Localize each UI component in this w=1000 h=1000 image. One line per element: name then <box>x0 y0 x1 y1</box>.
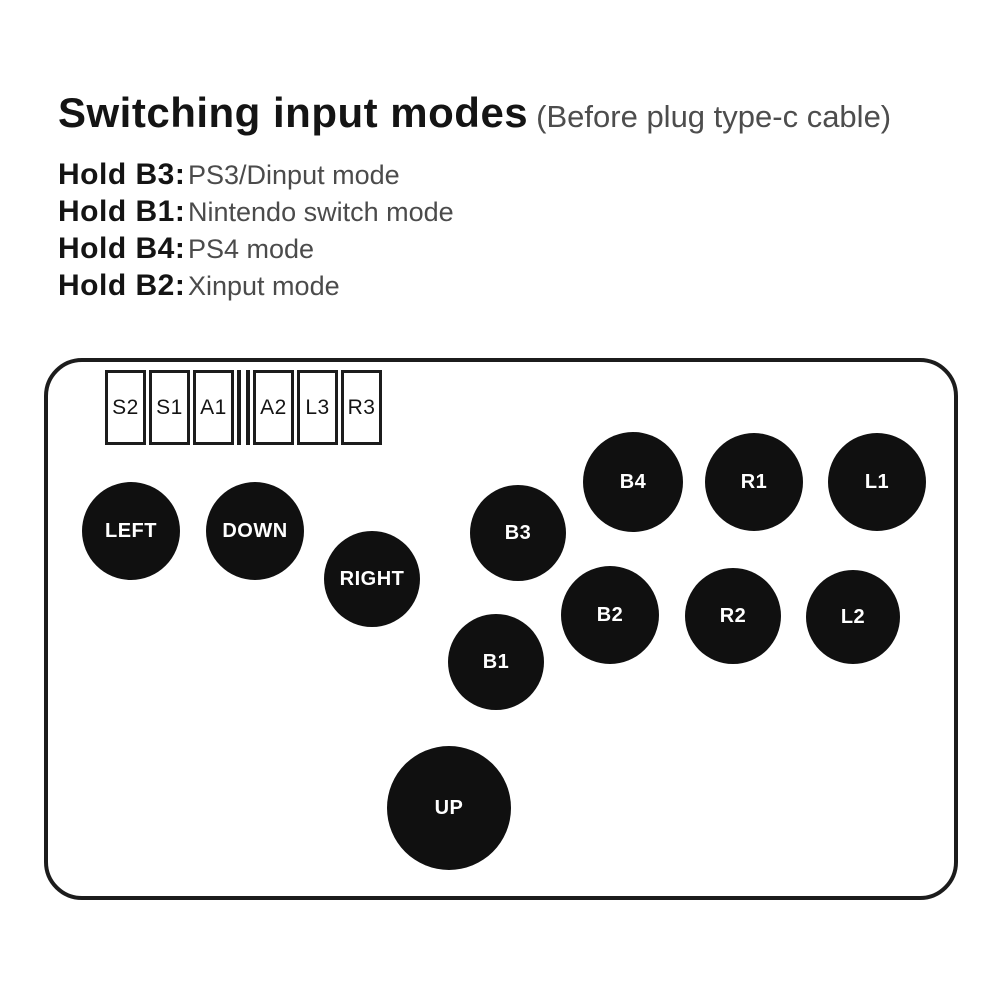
aux-button-l3: L3 <box>297 370 338 445</box>
mode-row: Hold B3:PS3/Dinput mode <box>58 158 454 191</box>
mode-row: Hold B1:Nintendo switch mode <box>58 195 454 228</box>
button-b2: B2 <box>561 566 659 664</box>
aux-button-a1: A1 <box>193 370 234 445</box>
button-l2: L2 <box>806 570 900 664</box>
aux-button-r3: R3 <box>341 370 382 445</box>
aux-button-s1: S1 <box>149 370 190 445</box>
mode-description: Nintendo switch mode <box>188 197 454 227</box>
mode-hold-label: Hold B1: <box>58 195 186 228</box>
mode-description: Xinput mode <box>188 271 340 301</box>
button-l1: L1 <box>828 433 926 531</box>
mode-description: PS3/Dinput mode <box>188 160 400 190</box>
button-down: DOWN <box>206 482 304 580</box>
page-title: Switching input modes(Before plug type-c… <box>58 92 891 134</box>
aux-group-divider <box>237 370 250 445</box>
aux-button-s2: S2 <box>105 370 146 445</box>
button-right: RIGHT <box>324 531 420 627</box>
mode-hold-label: Hold B4: <box>58 232 186 265</box>
button-r1: R1 <box>705 433 803 531</box>
mode-hold-label: Hold B2: <box>58 269 186 302</box>
button-left: LEFT <box>82 482 180 580</box>
button-up: UP <box>387 746 511 870</box>
mode-row: Hold B4:PS4 mode <box>58 232 454 265</box>
button-b1: B1 <box>448 614 544 710</box>
mode-description: PS4 mode <box>188 234 315 264</box>
title-text: Switching input modes <box>58 89 529 136</box>
title-subtext: (Before plug type-c cable) <box>536 99 892 134</box>
aux-button-a2: A2 <box>253 370 294 445</box>
button-b3: B3 <box>470 485 566 581</box>
mode-hold-label: Hold B3: <box>58 158 186 191</box>
mode-row: Hold B2:Xinput mode <box>58 269 454 302</box>
button-r2: R2 <box>685 568 781 664</box>
button-b4: B4 <box>583 432 683 532</box>
